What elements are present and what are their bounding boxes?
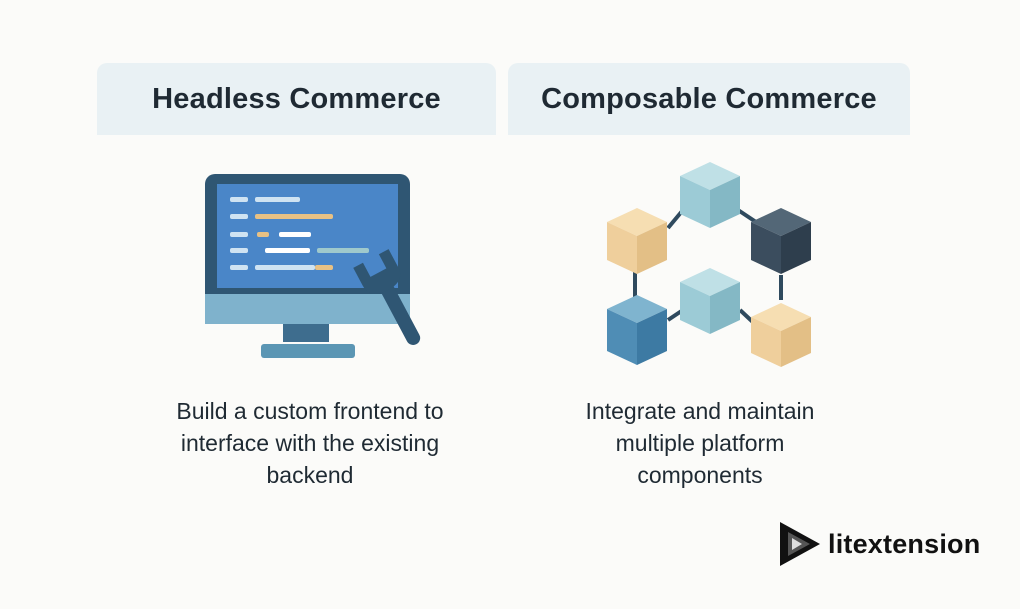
connected-cubes-icon (607, 162, 811, 367)
composable-commerce-description: Integrate and maintain multiple platform… (540, 395, 860, 491)
monitor-with-wrench-icon (205, 174, 421, 358)
litextension-logo-icon (780, 522, 820, 566)
brand-name: litextension (828, 528, 981, 559)
description-line: multiple platform (615, 430, 785, 456)
description-line: interface with the existing (180, 430, 440, 456)
headless-commerce-header: Headless Commerce (97, 63, 496, 135)
description-line: Integrate and maintain (585, 398, 815, 424)
composable-commerce-header: Composable Commerce (508, 63, 910, 135)
description-line: Build a custom frontend to (176, 398, 444, 424)
headless-commerce-description: Build a custom frontend to interface wit… (130, 395, 490, 491)
description-line: components (637, 462, 763, 488)
litextension-logo: litextension (780, 522, 980, 566)
description-line: backend (266, 462, 354, 488)
headless-commerce-title: Headless Commerce (152, 82, 441, 115)
composable-commerce-title: Composable Commerce (541, 82, 877, 115)
